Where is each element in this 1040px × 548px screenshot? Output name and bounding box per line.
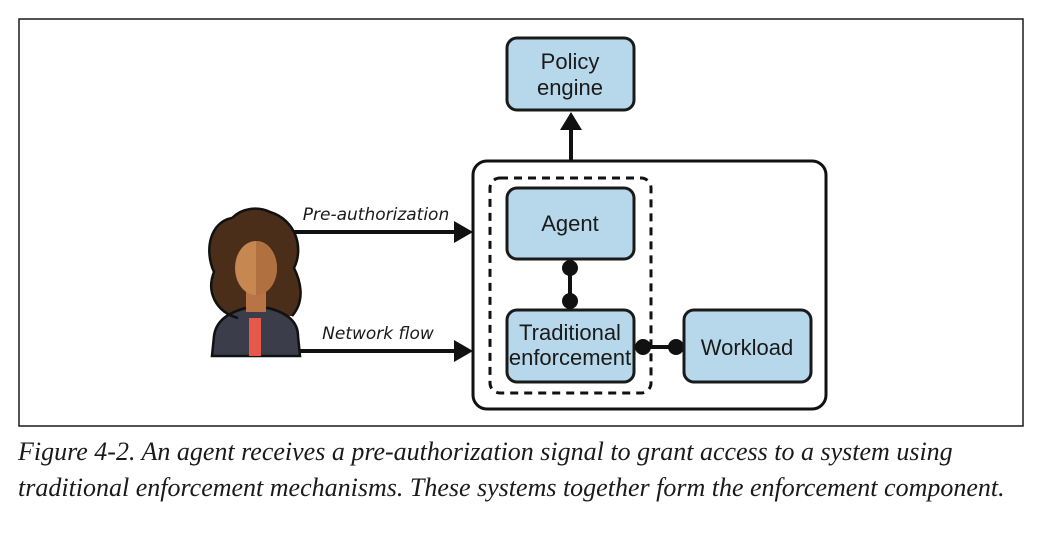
person-hair-front [226, 221, 289, 256]
person-shirt [249, 318, 261, 356]
workload-box [682, 308, 813, 384]
figure-frame [18, 18, 1024, 427]
workload-node: Workload [682, 308, 813, 384]
policy-engine-label-line2: engine [537, 75, 603, 100]
policy-engine-node: Policy engine [505, 36, 636, 112]
network-flow-label: Network flow [322, 324, 434, 344]
traditional-enforcement-label-line2: enforcement [509, 345, 631, 370]
person-face-shadow [256, 241, 277, 295]
enforcement-connector-dot-right [635, 339, 651, 355]
traditional-enforcement-box [505, 308, 636, 384]
person-hair-outline [208, 207, 302, 320]
network-flow-arrowhead [454, 340, 473, 362]
policy-engine-label-line1: Policy [541, 49, 600, 74]
enforcement-connector-dot-top [562, 293, 578, 309]
traditional-enforcement-label-line1: Traditional [519, 320, 621, 345]
pre-authorization-label: Pre-authorization [303, 205, 449, 225]
workload-label: Workload [701, 335, 794, 360]
agent-node: Agent [505, 186, 636, 261]
policy-engine-box [505, 36, 636, 112]
agent-label: Agent [541, 211, 599, 236]
traditional-enforcement-node: Traditional enforcement [505, 308, 636, 384]
agent-box [505, 186, 636, 261]
agent-connector-dot [562, 260, 578, 276]
person-neck [246, 290, 266, 312]
policy-arrowhead [560, 112, 582, 130]
pre-authorization-arrowhead [454, 221, 473, 243]
workload-connector-dot [668, 339, 684, 355]
person-icon [208, 207, 302, 358]
enforcement-component-container [471, 159, 828, 411]
figure-caption: Figure 4-2. An agent receives a pre-auth… [18, 437, 1005, 502]
agent-enforcement-group [488, 176, 653, 395]
